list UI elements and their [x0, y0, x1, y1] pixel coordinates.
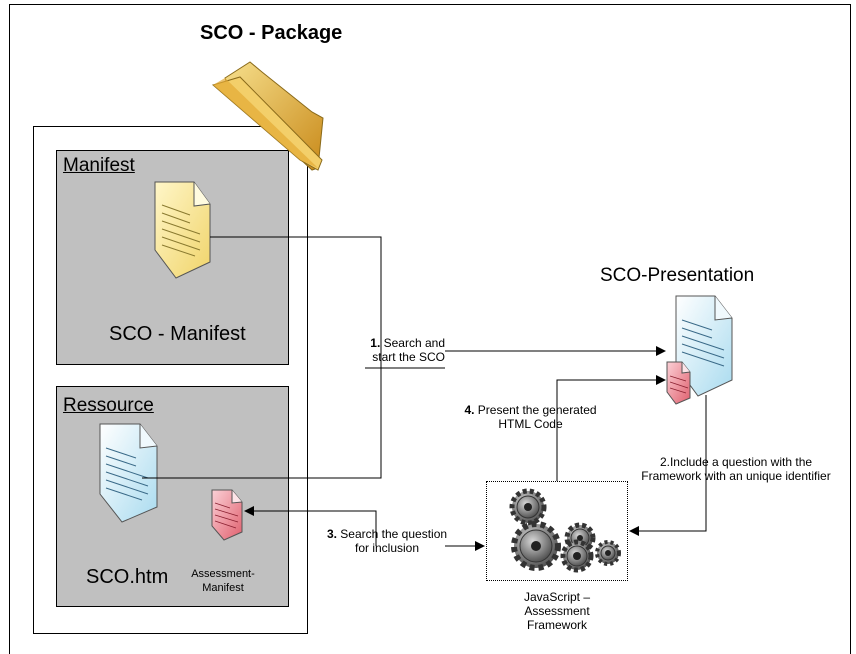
framework-label: JavaScript – Assessment Framework: [523, 590, 591, 632]
step2-label: 2.Include a question with the Framework …: [641, 455, 831, 483]
gears-icon: [509, 488, 621, 573]
resource-panel: Ressource SCO.htm Assessment- Manifest: [56, 386, 289, 607]
step3-label: 3. Search the question for inclusion: [326, 527, 448, 555]
manifest-heading: Manifest: [63, 155, 135, 176]
assessment-manifest-label: Assessment- Manifest: [191, 568, 255, 594]
resource-heading: Ressource: [63, 395, 154, 416]
sco-manifest-label: SCO - Manifest: [109, 323, 246, 345]
manifest-document-icon: [154, 181, 211, 279]
sco-htm-label: SCO.htm: [86, 566, 169, 588]
step4-label: 4. Present the generated HTML Code: [464, 403, 597, 431]
package-title: SCO - Package: [200, 22, 343, 44]
canvas-frame: [9, 4, 851, 654]
folder-icon: [211, 61, 324, 171]
connectors: [142, 236, 707, 551]
sco-htm-document-icon: [99, 423, 158, 523]
assessment-manifest-icon: [211, 489, 243, 541]
step1-label: 1. Search and start the SCO: [370, 336, 445, 364]
presentation-heading: SCO-Presentation: [600, 265, 755, 286]
presentation-document-icon: [675, 295, 733, 397]
presentation-question-icon: [666, 361, 691, 405]
framework-box: [486, 481, 628, 581]
